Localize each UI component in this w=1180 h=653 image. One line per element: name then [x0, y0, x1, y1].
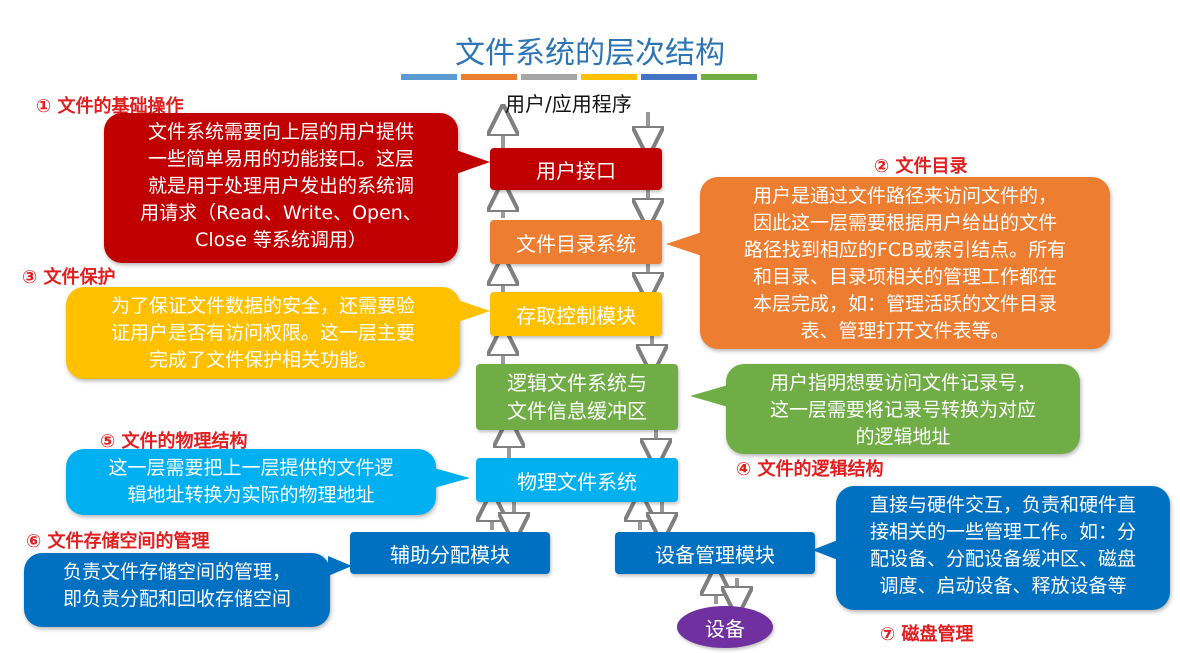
- layer-logical-file-system: 逻辑文件系统与 文件信息缓冲区: [476, 364, 678, 430]
- color-bar-1: [401, 74, 457, 80]
- layer-auxiliary-allocation-module: 辅助分配模块: [350, 532, 550, 574]
- callout-pointer: [812, 540, 838, 560]
- page-title: 文件系统的层次结构: [455, 36, 725, 71]
- layer-physical-file-system: 物理文件系统: [476, 458, 678, 502]
- callout-logical-structure: 用户指明想要访问文件记录号， 这一层需要将记录号转换为对应 的逻辑地址: [726, 364, 1080, 454]
- color-bar-2: [461, 74, 517, 80]
- layer-file-directory-system: 文件目录系统: [490, 220, 662, 264]
- color-bar-5: [641, 74, 697, 80]
- heading-file-directory: ② 文件目录: [874, 156, 968, 177]
- device-node: 设备: [677, 606, 773, 648]
- heading-disk-management: ⑦ 磁盘管理: [880, 624, 974, 645]
- heading-file-protection: ③ 文件保护: [22, 267, 116, 288]
- callout-pointer: [690, 385, 728, 407]
- color-bar-6: [701, 74, 757, 80]
- callout-pointer: [434, 468, 470, 488]
- callout-file-directory: 用户是通过文件路径来访问文件的， 因此这一层需要根据用户给出的文件 路径找到相应…: [700, 177, 1110, 349]
- user-application-label: 用户/应用程序: [505, 92, 632, 116]
- layer-access-control-module: 存取控制模块: [490, 292, 662, 336]
- callout-access-control: 为了保证文件数据的安全，还需要验 证用户是否有访问权限。这一层主要 完成了文件保…: [66, 287, 460, 379]
- callout-pointer: [456, 150, 490, 174]
- callout-physical-structure: 这一层需要把上一层提供的文件逻 辑地址转换为实际的物理地址: [66, 449, 436, 515]
- callout-storage-space: 负责文件存储空间的管理， 即负责分配和回收存储空间: [24, 553, 330, 627]
- layer-device-management-module: 设备管理模块: [615, 532, 815, 574]
- callout-disk-management: 直接与硬件交互，负责和硬件直 接相关的一些管理工作。如：分 配设备、分配设备缓冲…: [836, 486, 1170, 610]
- color-bar-4: [581, 74, 637, 80]
- callout-user-interface: 文件系统需要向上层的用户提供 一些简单易用的功能接口。这层 就是用于处理用户发出…: [104, 113, 458, 263]
- heading-file-logical-structure: ④ 文件的逻辑结构: [736, 459, 884, 480]
- heading-file-physical-structure: ⑤ 文件的物理结构: [100, 431, 248, 452]
- layer-user-interface: 用户接口: [490, 148, 662, 190]
- callout-pointer: [328, 556, 352, 576]
- heading-file-basic-operations: ① 文件的基础操作: [36, 96, 184, 117]
- color-bar-3: [521, 74, 577, 80]
- heading-storage-space-management: ⑥ 文件存储空间的管理: [26, 531, 210, 552]
- callout-pointer: [458, 300, 490, 322]
- callout-pointer: [666, 232, 702, 256]
